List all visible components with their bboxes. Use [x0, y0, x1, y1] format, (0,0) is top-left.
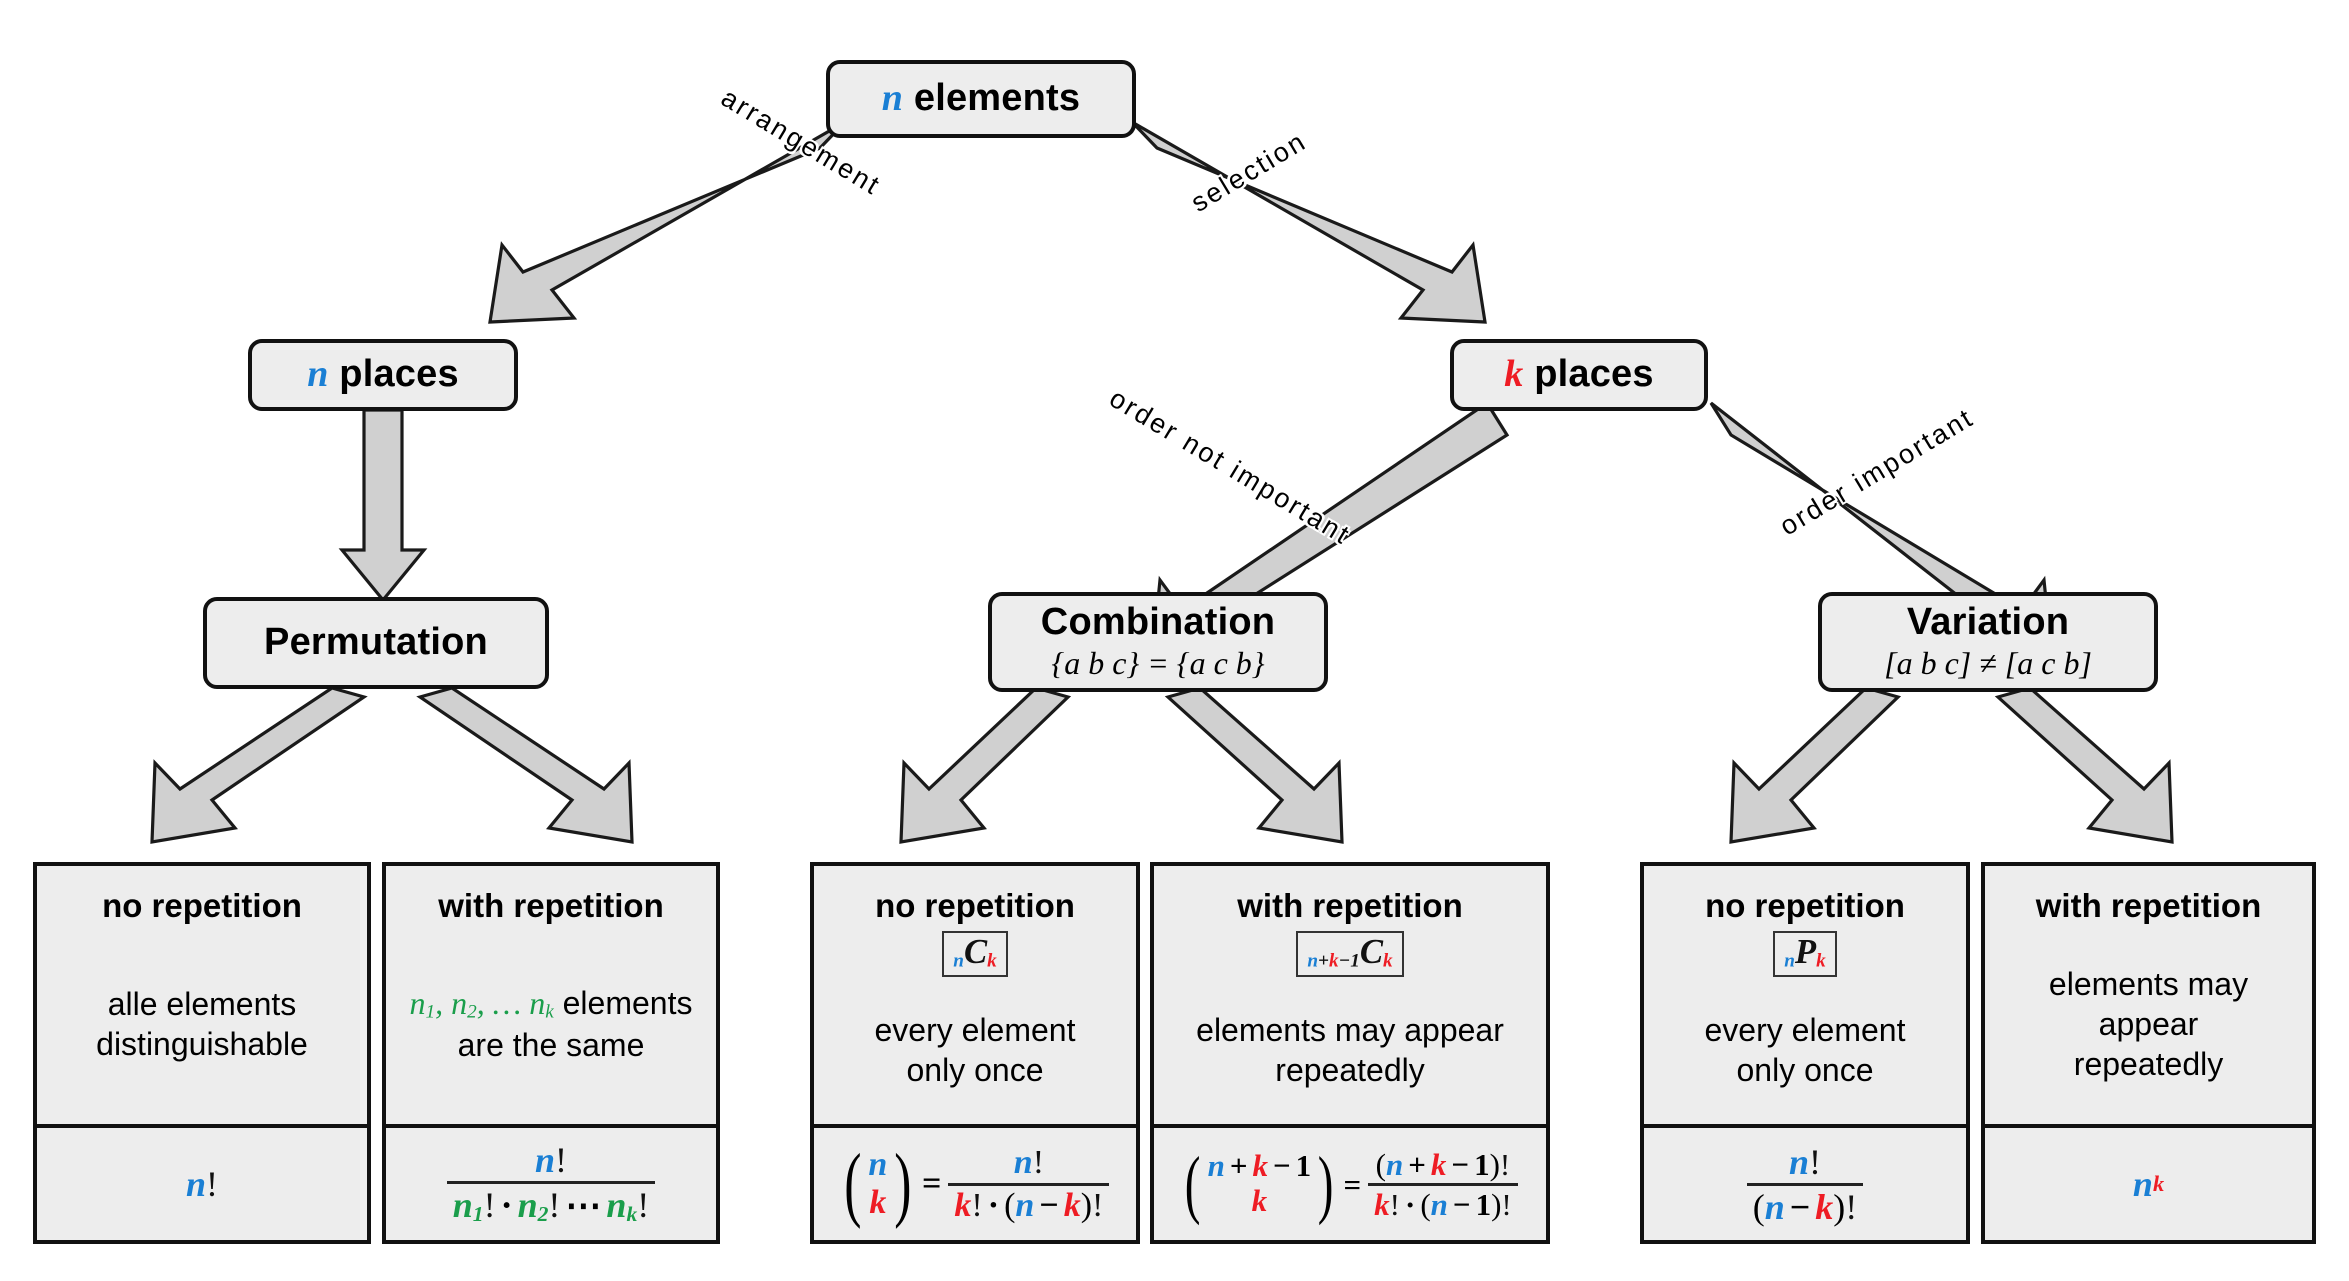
arrow-variation-right: [1994, 686, 2174, 844]
leaf-combination-with-repetition[interactable]: with repetition n+k−1Ck elements may app…: [1150, 862, 1550, 1244]
symbol-sub-right: k: [1816, 950, 1826, 972]
leaf-heading: no repetition: [875, 887, 1075, 924]
symbol-letter: C: [1359, 932, 1384, 972]
symbol-sub-right: k: [1383, 950, 1393, 972]
node-variation-title: Variation: [1906, 601, 2070, 644]
symbol-letter: P: [1794, 932, 1817, 972]
node-variation-subtitle: [a b c] ≠ [a c b]: [1884, 645, 2092, 682]
leaf-formula-cell: n! (n−k)!: [1644, 1124, 1966, 1240]
leaf-heading: with repetition: [438, 887, 664, 924]
symbol-letter: C: [963, 932, 988, 972]
leaf-formula-cell: n!: [37, 1124, 367, 1240]
formula-multiset-combination: ( n+k−1 k ) = (n+k−1)! k!·(n−1)!: [1180, 1146, 1519, 1221]
node-n-elements-label: n elements: [882, 78, 1080, 119]
node-combination-subtitle: {a b c} = {a c b}: [1051, 645, 1265, 682]
symbol-sub-left: n: [953, 950, 964, 972]
node-k-places-label: k places: [1504, 354, 1653, 395]
leaf-heading: no repetition: [1705, 887, 1905, 924]
node-k-places[interactable]: k places: [1450, 339, 1708, 411]
arrow-combination-left: [899, 686, 1072, 844]
symbol-nCk: nCk: [942, 931, 1008, 977]
leaf-formula-cell: ( n+k−1 k ) = (n+k−1)! k!·(n−1)!: [1154, 1124, 1546, 1240]
arrow-combination-right: [1164, 686, 1344, 844]
node-n-places[interactable]: n places: [248, 339, 518, 411]
leaf-heading: with repetition: [1237, 887, 1463, 924]
arrow-n-places-to-permutation: [338, 408, 428, 603]
symbol-sub-right: k: [987, 950, 997, 972]
edge-label-order-important: order important: [1774, 402, 1980, 542]
symbol-n-plus-k-minus-1-C-k: n+k−1Ck: [1296, 931, 1404, 977]
var-n: n: [307, 353, 329, 396]
group-sizes: n1, n2, … nk: [409, 985, 554, 1023]
var-n: n: [881, 77, 904, 120]
symbol-nPk: nPk: [1773, 931, 1837, 977]
leaf-heading: no repetition: [102, 887, 302, 924]
node-combination-title: Combination: [1040, 601, 1276, 644]
symbol-sub-left: n+k−1: [1307, 950, 1360, 972]
leaf-heading: with repetition: [2035, 887, 2262, 924]
node-n-places-label: n places: [307, 354, 459, 395]
var-k: k: [1504, 353, 1524, 396]
formula-multiset-permutation: n! n1!·n2!⋯nk!: [445, 1142, 658, 1225]
leaf-formula-cell: n! n1!·n2!⋯nk!: [386, 1124, 716, 1240]
arrow-permutation-left: [150, 686, 368, 844]
node-n-elements[interactable]: n elements: [826, 60, 1136, 138]
leaf-body: with repetition n+k−1Ck elements may app…: [1154, 866, 1546, 1124]
edge-label-order-not-important: order not important: [1104, 382, 1357, 551]
formula-variation-no-repetition: n! (n−k)!: [1745, 1144, 1866, 1225]
node-n-elements-text: elements: [913, 77, 1081, 120]
node-variation[interactable]: Variation [a b c] ≠ [a c b]: [1818, 592, 2158, 692]
edge-label-selection: selection: [1185, 125, 1312, 218]
node-k-places-text: places: [1534, 353, 1654, 396]
symbol-sub-left: n: [1784, 950, 1795, 972]
node-permutation[interactable]: Permutation: [203, 597, 549, 689]
arrow-permutation-right: [416, 686, 634, 844]
node-permutation-title: Permutation: [264, 621, 488, 664]
node-n-places-text: places: [339, 353, 459, 396]
formula-n-factorial: n!: [185, 1164, 219, 1204]
node-combination[interactable]: Combination {a b c} = {a c b}: [988, 592, 1328, 692]
arrow-variation-left: [1729, 686, 1902, 844]
